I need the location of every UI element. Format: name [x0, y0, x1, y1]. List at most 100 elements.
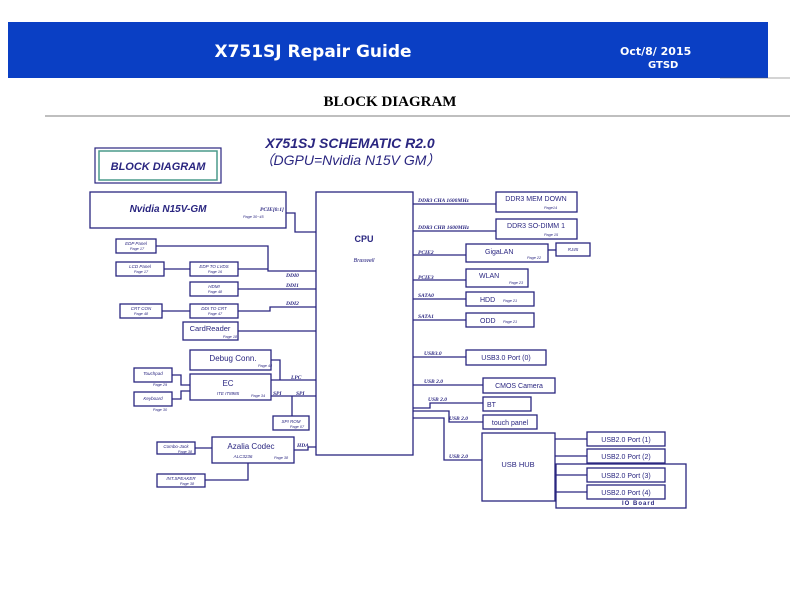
ddi0-link-a	[156, 245, 316, 272]
ddr-sodimm-page: Page 15	[544, 233, 559, 237]
header-bar: X751SJ Repair Guide Oct/8/ 2015 GTSD	[8, 22, 768, 78]
ddr-a-label: DDR3 CHA 1600MHz	[417, 198, 470, 204]
cpu-block	[315, 191, 414, 456]
io-board-label: IO Board	[622, 501, 655, 507]
badge-text: BLOCK DIAGRAM	[111, 161, 207, 173]
ec-block	[189, 373, 272, 401]
azalia-sub: ALC3236	[233, 454, 253, 459]
touchpad-label: Touchpad	[143, 371, 163, 376]
usb-hub-block	[481, 432, 556, 502]
usb20a-label: USB 2.0	[424, 379, 443, 385]
combo-jack-label: Combo-Jack	[163, 444, 189, 449]
azalia-page: Page 38	[274, 456, 289, 460]
usb20b-label: USB 2.0	[428, 397, 447, 403]
usb20d-link	[413, 417, 482, 461]
touchpad-link	[172, 374, 190, 386]
usb30-port-label: USB3.0 Port (0)	[481, 355, 530, 362]
ddr-down-block	[495, 191, 578, 213]
cmos-label: CMOS Camera	[495, 383, 543, 390]
keyboard-link	[172, 390, 190, 400]
hdd-block	[465, 291, 535, 307]
hdmi-label: HDMI	[208, 284, 220, 289]
speaker-block	[156, 473, 206, 488]
bt-block	[482, 396, 532, 412]
keyboard-label: Keyboard	[143, 396, 163, 401]
rj45-label: RJ45	[568, 247, 579, 252]
usb-port3-label: USB2.0 Port (3)	[601, 473, 650, 480]
ddr-sodimm-block	[495, 218, 578, 240]
crt-con-page: Page 48	[134, 312, 149, 316]
spi-label-b: SPI	[296, 391, 305, 397]
hdd-label: HDD	[480, 297, 495, 304]
touchpad-page: Page 29	[153, 383, 168, 387]
speaker-page: Page 38	[180, 482, 195, 486]
lpc-label: LPC	[290, 375, 302, 381]
edp-panel-label: EDP Panel	[125, 241, 148, 246]
guide-date: Oct/8/ 2015	[620, 45, 692, 58]
ddi1-label: DDI1	[285, 283, 299, 289]
edp-lvds-page: Page 16	[208, 270, 223, 274]
odd-block	[465, 312, 535, 328]
keyboard-page: Page 30	[153, 408, 168, 412]
usb20b-link	[413, 402, 483, 409]
sata0-label: SATA0	[418, 293, 434, 299]
hdmi-page: Page 48	[208, 290, 223, 294]
spi-rom-label: SPI ROM	[281, 419, 300, 424]
wlan-label: WLAN	[479, 273, 499, 280]
ddr-down-page: Page14	[544, 206, 557, 210]
ddr-b-label: DDR3 CHB 1600MHz	[417, 225, 470, 231]
spi-label-a: SPI	[273, 391, 282, 397]
ddi0-label: DDI0	[285, 273, 299, 279]
crt-con-label: CRT CON	[131, 306, 152, 311]
bt-label: BT	[487, 402, 497, 409]
debug-label: Debug Conn.	[209, 354, 256, 363]
pcie-link	[286, 212, 316, 233]
usb20c-link	[413, 410, 483, 423]
usb-port1-label: USB2.0 Port (1)	[601, 437, 650, 444]
ddi2-link	[238, 306, 316, 312]
sata1-label: SATA1	[418, 314, 434, 320]
hdd-page: Page 21	[503, 299, 517, 303]
odd-label: ODD	[480, 318, 496, 325]
usb30-bus-label: USB3.0	[424, 351, 442, 357]
azalia-label: Azalia Codec	[227, 442, 274, 451]
spi-rom-block	[272, 415, 310, 431]
usb-port2-label: USB2.0 Port (2)	[601, 454, 650, 461]
schematic-subtitle: （DGPU=Nvidia N15V GM）	[260, 152, 441, 168]
rj45-block	[555, 242, 591, 257]
usb20c-label: USB 2.0	[449, 416, 468, 422]
debug-page: Page 44	[258, 364, 272, 368]
lcd-panel-label: LCD Panel	[129, 264, 152, 269]
edp-lvds-label: EDP TO LVDS	[199, 264, 228, 269]
pcie2-label: PCIE2	[418, 250, 434, 256]
guide-org: GTSD	[648, 60, 679, 71]
gpu-block	[89, 191, 287, 229]
ddi2-label: DDI2	[285, 301, 299, 307]
hda-label: HDA	[296, 443, 309, 449]
lcd-panel-page: Page 17	[134, 270, 149, 274]
cpu-sub: Braswell	[354, 258, 376, 264]
speaker-label: INT.SPEAKER	[166, 476, 196, 481]
ec-sub: ITE IT8985	[217, 391, 240, 396]
edp-panel-page: Page 17	[130, 247, 145, 251]
combo-jack-page: Page 38	[178, 450, 193, 454]
cpu-label: CPU	[354, 234, 373, 244]
badge-inner	[98, 150, 218, 181]
card-reader-label: CardReader	[190, 324, 231, 333]
speaker-link	[205, 463, 249, 481]
odd-page: Page 21	[503, 320, 517, 324]
gigalan-block	[465, 243, 549, 263]
card-reader-page: Page 18	[223, 335, 238, 339]
page-subtitle: BLOCK DIAGRAM	[323, 94, 457, 110]
gpu-page: Page 30~45	[243, 215, 264, 219]
ec-label: EC	[222, 379, 233, 388]
schematic-title: X751SJ SCHEMATIC R2.0	[264, 135, 435, 151]
gpu-label: Nvidia N15V-GM	[130, 204, 208, 215]
usb-port4-label: USB2.0 Port (4)	[601, 490, 650, 497]
hda-link	[294, 446, 316, 451]
ddr-down-label: DDR3 MEM DOWN	[505, 196, 566, 203]
usb20d-label: USB 2.0	[449, 454, 468, 460]
guide-title: X751SJ Repair Guide	[214, 42, 412, 62]
debug-link	[271, 359, 281, 380]
usb-hub-label: USB HUB	[501, 460, 534, 469]
